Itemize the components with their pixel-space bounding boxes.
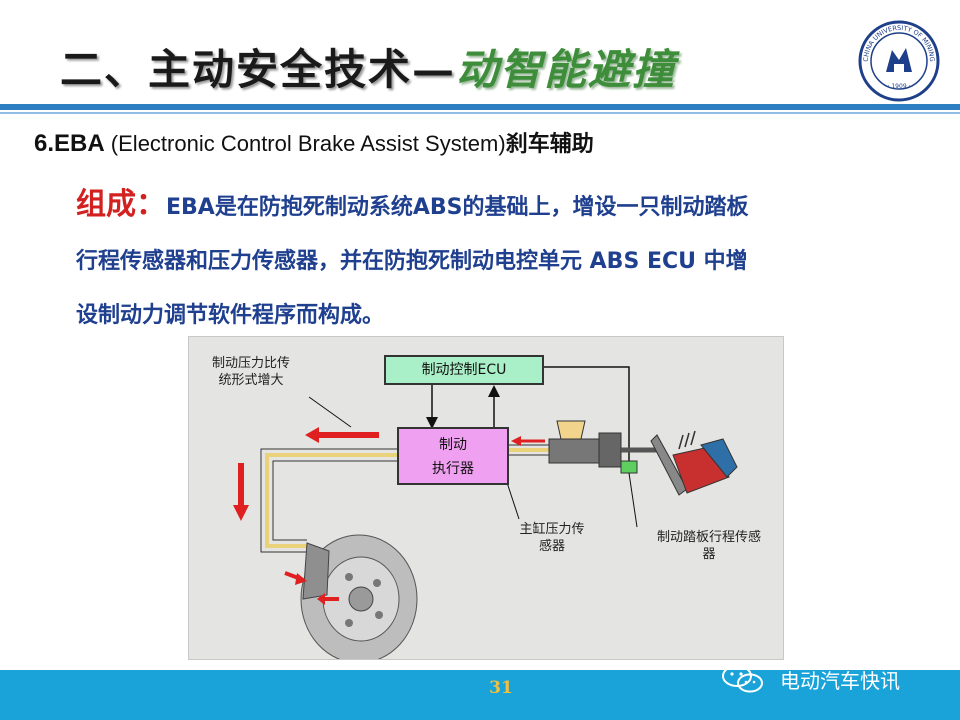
body-line-1: 组成：EBA是在防抱死制动系统ABS的基础上，增设一只制动踏板 — [76, 178, 876, 235]
pressure-arrow-head — [305, 427, 319, 443]
brake-actuator: 制动 执行器 — [397, 427, 509, 485]
watermark-text: 电动汽车快讯 — [780, 668, 900, 693]
body-line-3: 设制动力调节软件程序而构成。 — [76, 303, 385, 328]
master-cylinder-sensor-line2: 感器 — [538, 539, 565, 554]
body-paragraph: 组成：EBA是在防抱死制动系统ABS的基础上，增设一只制动踏板 行程传感器和压力… — [76, 178, 876, 343]
master-cylinder-sensor-label: 主缸压力传 感器 — [504, 521, 600, 555]
down-arrow-head — [233, 505, 249, 521]
master-cylinder-sensor-line1: 主缸压力传 — [519, 522, 585, 537]
pressure-annotation-line2: 统形式增大 — [218, 373, 284, 388]
footer-bar — [0, 670, 960, 720]
eba-diagram: 制动压力比传 统形式增大 制动控制ECU 制动 执行器 主缸压力传 感器 制动踏… — [188, 336, 784, 660]
watermark: 电动汽车快讯 — [720, 662, 900, 696]
brake-control-ecu: 制动控制ECU — [384, 355, 544, 385]
pressure-annotation-line1: 制动压力比传 — [211, 356, 290, 371]
master-cylinder — [548, 438, 602, 464]
booster — [598, 432, 622, 468]
caliper-arrow-2-head — [317, 593, 325, 605]
caliper-arrow-1-head — [295, 573, 307, 585]
brake-line-outer — [260, 448, 397, 553]
header-rule — [0, 104, 960, 110]
lug-1 — [345, 573, 353, 581]
pressure-annotation: 制动压力比传 统形式增大 — [201, 355, 301, 389]
section-number: 6.EBA — [34, 130, 105, 157]
brake-line-fill — [265, 453, 397, 548]
section-heading: 6.EBA (Electronic Control Brake Assist S… — [34, 124, 594, 164]
pressure-leader — [308, 396, 352, 428]
pedal-sensor-wire — [544, 366, 630, 465]
pedal-stroke-sensor-line1: 制动踏板行程传感 — [656, 530, 761, 545]
pedal-stroke-sensor-label: 制动踏板行程传感 器 — [639, 529, 779, 563]
header-rule-thin — [0, 112, 960, 114]
pedal-stroke-sensor-line2: 器 — [702, 547, 716, 562]
university-logo: · 1909 · CHINA UNIVERSITY OF MINING — [858, 20, 940, 102]
composition-label: 组成： — [76, 187, 166, 222]
lug-2 — [373, 579, 381, 587]
section-chinese: 刹车辅助 — [505, 131, 594, 156]
brake-actuator-line2: 执行器 — [432, 461, 474, 477]
brake-actuator-line1: 制动 — [439, 437, 467, 453]
press-lines — [678, 430, 696, 450]
page-number: 31 — [489, 678, 513, 698]
reservoir — [556, 420, 586, 440]
wechat-icon — [722, 665, 763, 693]
section-english: (Electronic Control Brake Assist System) — [104, 131, 506, 156]
pedal-stroke-sensor — [620, 460, 638, 474]
body-line-2: 行程传感器和压力传感器，并在防抱死制动电控单元 ABS ECU 中增 — [76, 249, 748, 274]
lug-3 — [375, 611, 383, 619]
leg — [700, 438, 738, 478]
hub-center — [348, 586, 374, 612]
eba-diagram-drawing — [233, 366, 738, 659]
lug-4 — [345, 619, 353, 627]
input-arrow-head — [511, 436, 521, 446]
slide-title-main: 二、主动安全技术— — [60, 45, 457, 94]
body-line-1-text: EBA是在防抱死制动系统ABS的基础上，增设一只制动踏板 — [166, 195, 749, 220]
pedal-sensor-leader — [628, 472, 638, 528]
brake-line-inner — [272, 460, 397, 541]
caliper — [302, 542, 330, 600]
svg-text:· 1909 ·: · 1909 · — [888, 83, 911, 90]
slide-title: 二、主动安全技术—动智能避撞 — [60, 40, 676, 100]
slide-title-accent: 动智能避撞 — [456, 45, 677, 94]
